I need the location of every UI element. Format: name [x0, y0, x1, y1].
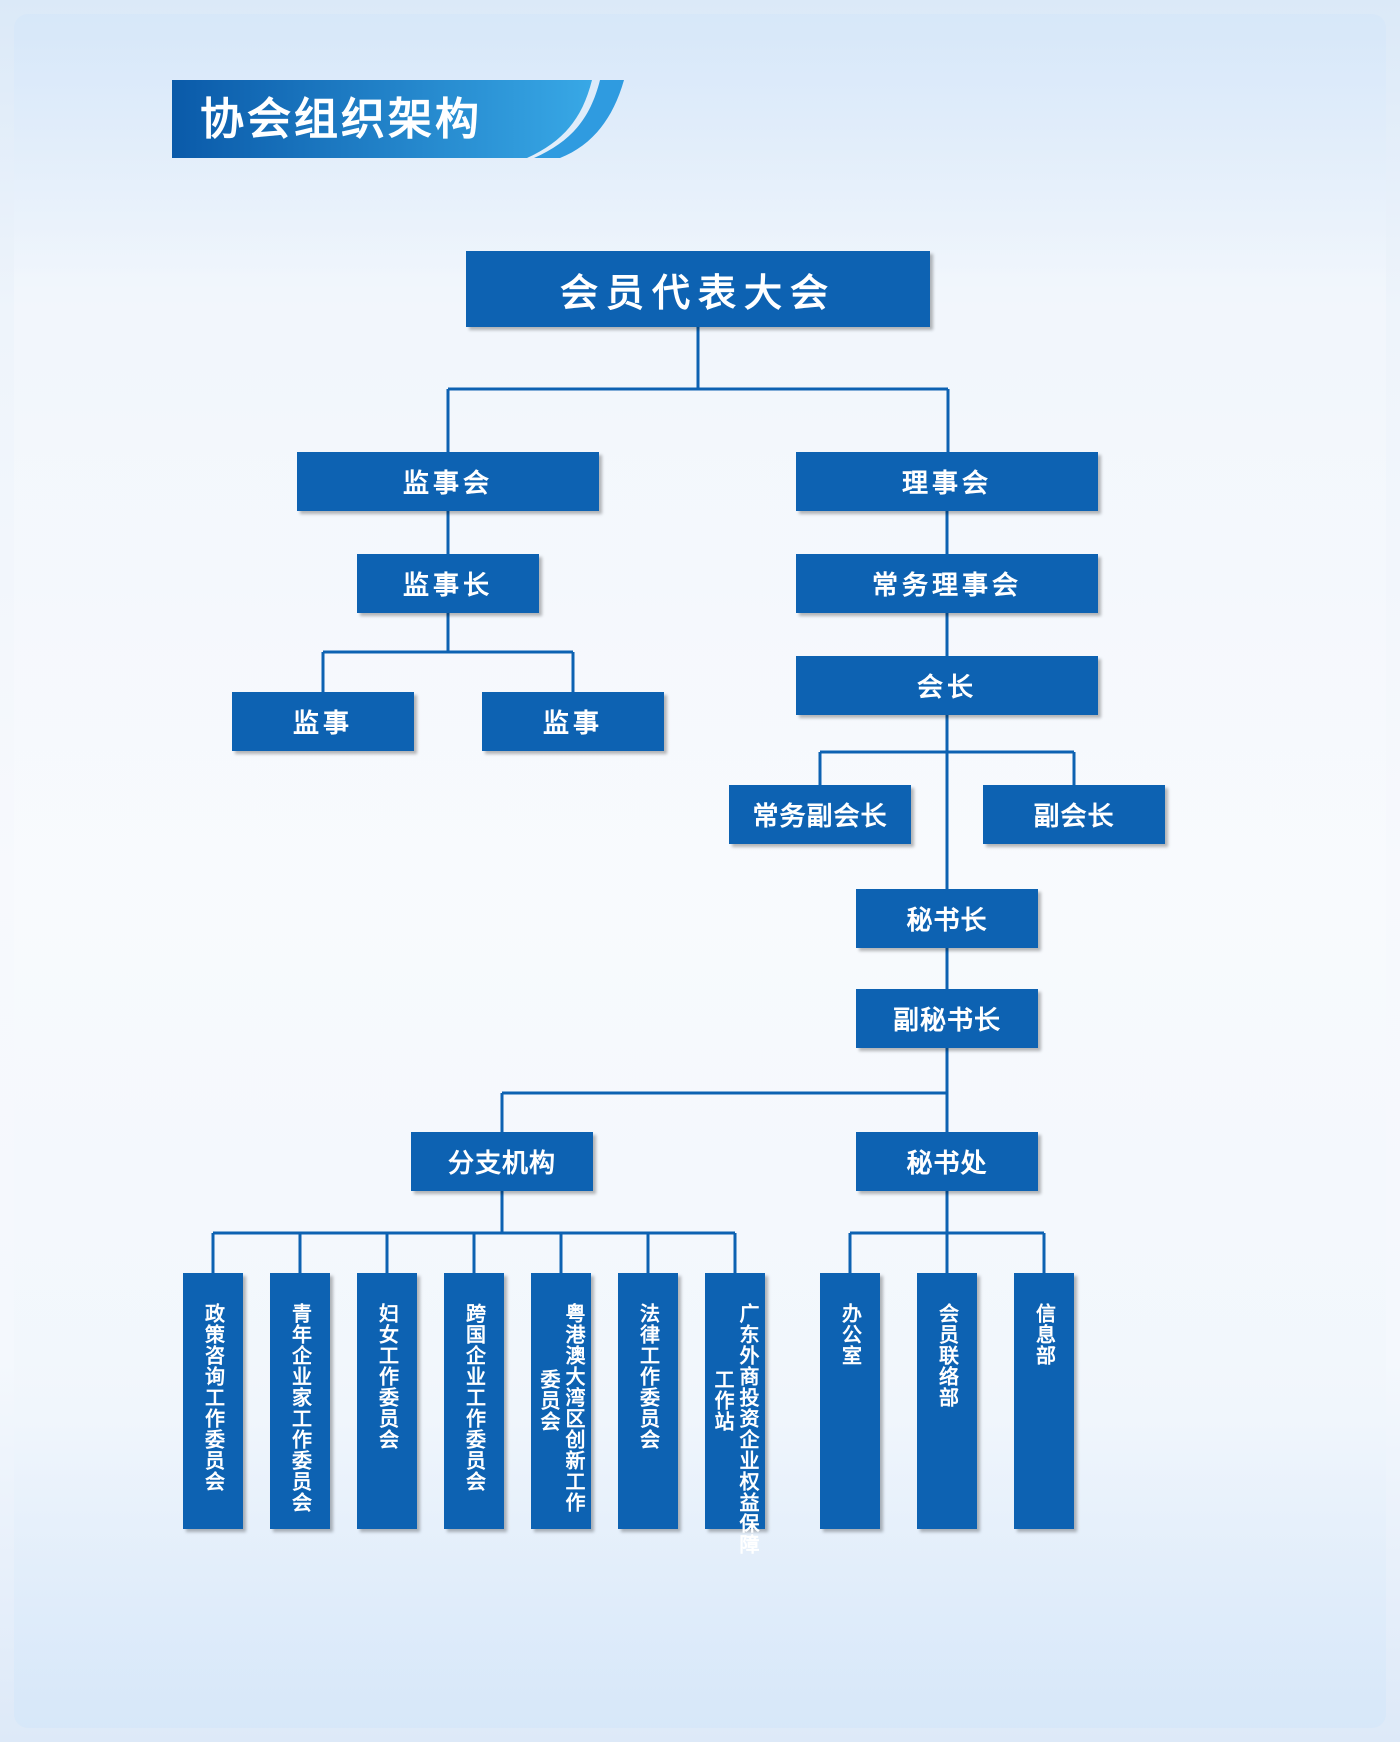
branch-committee-7-label-2: 工作站: [711, 1369, 735, 1432]
node-standing-council: 常务理事会: [796, 554, 1098, 613]
node-vice-president: 副会长: [983, 785, 1165, 844]
secretariat-dept-1: 办公室: [820, 1273, 880, 1529]
secretariat-dept-2: 会员联络部: [917, 1273, 977, 1529]
secretariat-dept-2-label: 会员联络部: [935, 1303, 960, 1408]
branch-committee-6: 法律工作委员会: [618, 1273, 678, 1529]
branch-committee-2: 青年企业家工作委员会: [270, 1273, 330, 1529]
branch-committee-5: 粤港澳大湾区创新工作委员会: [531, 1273, 591, 1529]
branch-committee-5-label-1: 粤港澳大湾区创新工作: [562, 1303, 586, 1513]
branch-committee-2-label: 青年企业家工作委员会: [288, 1303, 313, 1513]
branch-committee-4-label: 跨国企业工作委员会: [462, 1303, 487, 1492]
node-chief-supervisor: 监事长: [357, 554, 539, 613]
branch-committee-1-label: 政策咨询工作委员会: [201, 1303, 226, 1492]
node-secretariat: 秘书处: [856, 1132, 1038, 1191]
node-council: 理事会: [796, 452, 1098, 511]
node-supervisor-2: 监事: [482, 692, 664, 751]
branch-committee-3: 妇女工作委员会: [357, 1273, 417, 1529]
secretariat-dept-1-label: 办公室: [838, 1303, 863, 1366]
branch-committee-3-label: 妇女工作委员会: [375, 1303, 400, 1450]
node-secretary-general: 秘书长: [856, 889, 1038, 948]
branch-committee-1: 政策咨询工作委员会: [183, 1273, 243, 1529]
branch-committee-7: 广东外商投资企业权益保障工作站: [705, 1273, 765, 1555]
node-supervisory-board: 监事会: [297, 452, 599, 511]
secretariat-dept-3-label: 信息部: [1032, 1303, 1057, 1366]
node-exec-vice-president: 常务副会长: [729, 785, 911, 844]
branch-committee-7-label-1: 广东外商投资企业权益保障: [736, 1303, 760, 1555]
node-supervisor-1: 监事: [232, 692, 414, 751]
branch-committee-6-label: 法律工作委员会: [636, 1303, 661, 1450]
branch-committee-5-label-2: 委员会: [537, 1369, 561, 1432]
secretariat-dept-3: 信息部: [1014, 1273, 1074, 1529]
node-congress: 会员代表大会: [466, 251, 930, 327]
title-banner: [172, 80, 624, 158]
page-title: 协会组织架构: [200, 94, 482, 145]
node-branches: 分支机构: [411, 1132, 593, 1191]
branch-committee-4: 跨国企业工作委员会: [444, 1273, 504, 1529]
node-president: 会长: [796, 656, 1098, 715]
node-deputy-secretary-general: 副秘书长: [856, 989, 1038, 1048]
